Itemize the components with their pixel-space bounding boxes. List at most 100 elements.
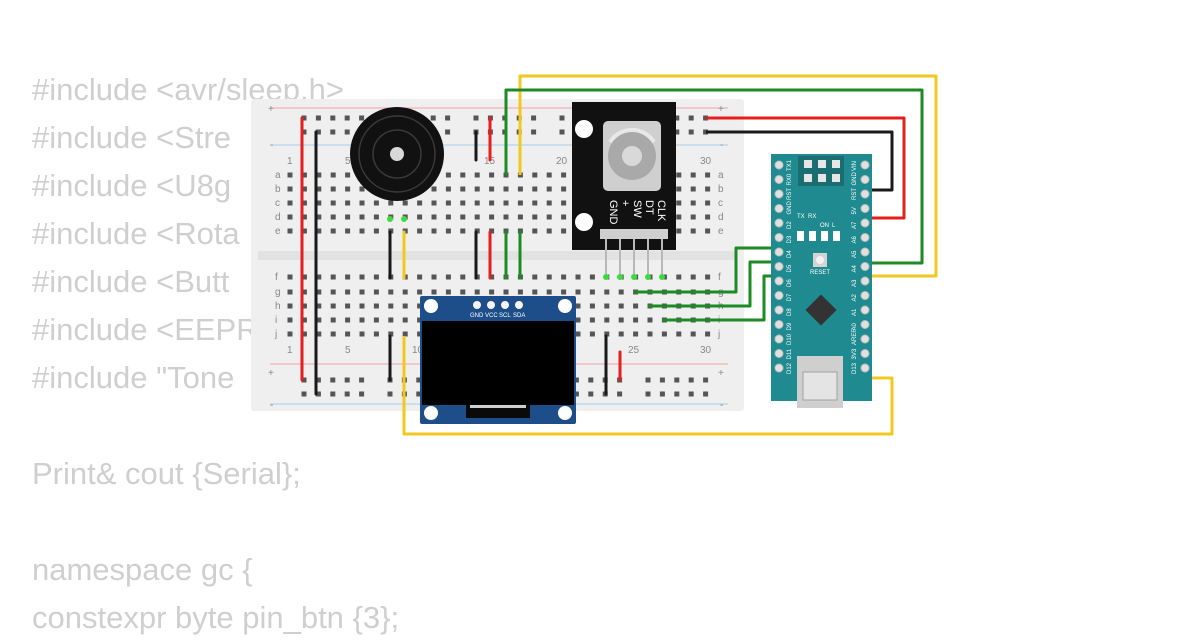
nano-pin[interactable] xyxy=(774,349,784,358)
breadboard-hole xyxy=(561,186,567,192)
nano-pin[interactable] xyxy=(774,291,784,300)
breadboard-hole xyxy=(359,391,365,397)
nano-pin[interactable] xyxy=(860,291,870,300)
nano-pin-label: D11 xyxy=(787,348,793,359)
oled-mount-hole-2 xyxy=(558,299,572,313)
breadboard-hole xyxy=(517,214,523,220)
breadboard-hole xyxy=(330,391,336,397)
nano-pin[interactable] xyxy=(860,334,870,344)
breadboard-hole xyxy=(705,200,711,206)
nano-pin[interactable] xyxy=(774,305,784,315)
breadboard-hole xyxy=(445,274,451,280)
nano-pin[interactable] xyxy=(774,320,784,329)
nano-pin[interactable] xyxy=(774,204,784,213)
rotary-encoder[interactable]: GND + SW DT CLK xyxy=(572,102,676,280)
breadboard-hole xyxy=(301,289,307,295)
breadboard-hole xyxy=(287,331,293,337)
code-line: #include "Tone xyxy=(32,360,235,395)
row-letter: h xyxy=(275,301,281,312)
nano-pin[interactable] xyxy=(774,363,784,373)
breadboard-hole xyxy=(373,303,379,309)
row-letter: j xyxy=(717,329,720,340)
breadboard-hole xyxy=(315,377,321,383)
code-line: constexpr byte pin_btn {3}; xyxy=(32,600,400,635)
breadboard-hole xyxy=(674,377,680,383)
breadboard-hole xyxy=(359,200,365,206)
breadboard-hole xyxy=(388,289,394,295)
nano-pin[interactable] xyxy=(860,175,870,184)
breadboard-hole xyxy=(690,214,696,220)
nano-pin[interactable] xyxy=(774,247,784,257)
breadboard-hole xyxy=(416,391,422,397)
nano-pin-label: D6 xyxy=(787,279,793,287)
nano-pin[interactable] xyxy=(774,334,784,344)
encoder-pin-header xyxy=(600,229,668,239)
nano-pin[interactable] xyxy=(860,262,870,271)
oled-display[interactable]: GND VCC SCL SDA xyxy=(420,296,576,424)
nano-pin[interactable] xyxy=(860,305,870,315)
breadboard-hole xyxy=(532,214,538,220)
nano-pin[interactable] xyxy=(774,189,784,199)
col-num: 10 xyxy=(412,345,424,356)
nano-pin[interactable] xyxy=(860,363,870,373)
breadboard-hole xyxy=(703,391,709,397)
nano-pin-label: D7 xyxy=(787,293,793,301)
oled-pin-hole xyxy=(487,301,495,309)
breadboard-hole xyxy=(546,274,552,280)
piezo-buzzer[interactable] xyxy=(350,107,444,222)
breadboard-center-channel xyxy=(258,251,737,260)
breadboard-hole xyxy=(618,331,624,337)
breadboard-hole xyxy=(474,289,480,295)
breadboard-hole xyxy=(633,331,639,337)
nano-pin[interactable] xyxy=(774,233,784,242)
nano-pin-label: D4 xyxy=(787,250,793,258)
breadboard-hole xyxy=(575,331,581,337)
breadboard-hole xyxy=(705,172,711,178)
nano-pin[interactable] xyxy=(860,349,870,358)
breadboard-hole xyxy=(674,391,680,397)
nano-pin[interactable] xyxy=(860,204,870,213)
nano-pin-label: A0 xyxy=(852,322,858,330)
breadboard-hole xyxy=(690,200,696,206)
breadboard-hole xyxy=(359,115,365,121)
nano-pin[interactable] xyxy=(774,276,784,286)
breadboard-hole xyxy=(330,303,336,309)
breadboard-hole xyxy=(460,274,466,280)
nano-pin[interactable] xyxy=(860,276,870,286)
nano-pin[interactable] xyxy=(774,175,784,184)
rotate-arrow-icon xyxy=(608,127,656,144)
breadboard-hole xyxy=(301,214,307,220)
nano-pin[interactable] xyxy=(860,218,870,228)
row-letter: b xyxy=(718,184,724,195)
nano-pin-label: A2 xyxy=(852,293,858,301)
encoder-mount-hole-2 xyxy=(575,213,593,231)
nano-pin[interactable] xyxy=(860,320,870,329)
breadboard-hole xyxy=(674,129,680,135)
breadboard-hole xyxy=(345,331,351,337)
nano-pin[interactable] xyxy=(774,160,784,170)
nano-pin[interactable] xyxy=(774,218,784,228)
breadboard-hole xyxy=(589,274,595,280)
nano-pin-label: A4 xyxy=(852,264,858,272)
nano-pin[interactable] xyxy=(860,189,870,199)
nano-pin-label: RST xyxy=(852,188,858,200)
breadboard-hole xyxy=(676,214,682,220)
reset-button-cap[interactable] xyxy=(816,256,824,264)
breadboard-hole xyxy=(301,303,307,309)
breadboard-hole xyxy=(330,317,336,323)
pin-label-clk: CLK xyxy=(655,200,667,222)
breadboard-hole xyxy=(315,115,321,121)
breadboard-hole xyxy=(676,331,682,337)
breadboard-hole xyxy=(287,200,293,206)
breadboard-hole xyxy=(561,274,567,280)
oled-ribbon xyxy=(466,405,530,418)
breadboard-hole xyxy=(388,303,394,309)
nano-pin[interactable] xyxy=(860,160,870,170)
nano-pin[interactable] xyxy=(774,262,784,271)
nano-pin[interactable] xyxy=(860,233,870,242)
col-num: 5 xyxy=(345,156,351,167)
nano-pin[interactable] xyxy=(860,247,870,257)
breadboard-hole xyxy=(561,172,567,178)
